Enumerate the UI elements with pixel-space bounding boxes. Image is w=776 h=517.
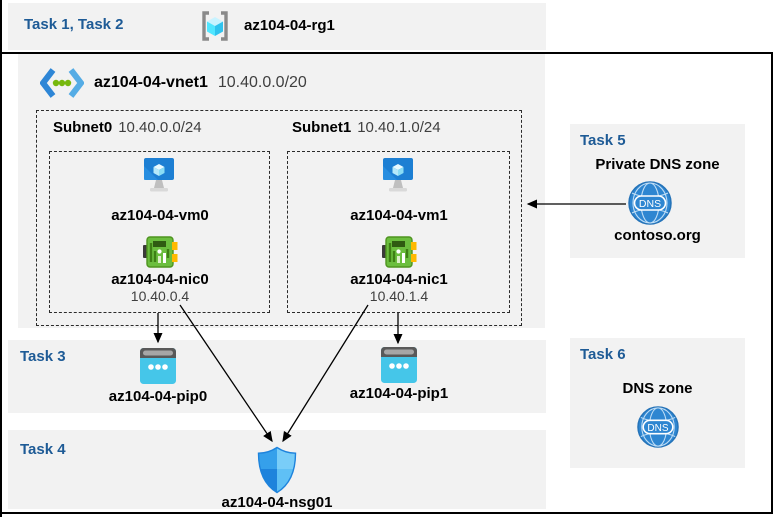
subnet1-box bbox=[287, 151, 510, 313]
vm0-label: az104-04-vm0 bbox=[111, 207, 209, 224]
task6-heading: DNS zone bbox=[622, 380, 693, 397]
svg-text:DNS: DNS bbox=[639, 198, 661, 210]
pip1-icon bbox=[381, 347, 417, 383]
resource-group-icon bbox=[198, 9, 232, 43]
subnets-container bbox=[36, 110, 522, 326]
vnet-cidr: 10.40.0.0/20 bbox=[217, 74, 307, 91]
pip1-label: az104-04-pip1 bbox=[349, 385, 449, 402]
nic1-icon bbox=[381, 234, 417, 270]
vnet-header: az104-04-vnet1 10.40.0.0/20 bbox=[40, 66, 307, 100]
subnet1-name: Subnet1 bbox=[292, 119, 352, 136]
subnet0-name: Subnet0 bbox=[53, 119, 113, 136]
resource-group-outline bbox=[0, 52, 773, 514]
task6-label: Task 6 bbox=[580, 346, 626, 363]
svg-text:DNS: DNS bbox=[647, 423, 668, 434]
subnet0-header: Subnet0 10.40.0.0/24 bbox=[53, 119, 202, 136]
nic0-ip: 10.40.0.4 bbox=[130, 288, 190, 304]
task5-label: Task 5 bbox=[580, 132, 626, 149]
subnet0-cidr: 10.40.0.0/24 bbox=[118, 119, 202, 136]
task3-label: Task 3 bbox=[20, 348, 66, 365]
pip0-icon bbox=[140, 348, 176, 384]
task12-label: Task 1, Task 2 bbox=[24, 16, 124, 33]
task4-label: Task 4 bbox=[20, 441, 66, 458]
task3-band bbox=[8, 340, 546, 413]
vm0-icon bbox=[137, 157, 181, 199]
task5-zone-name: contoso.org bbox=[614, 227, 701, 244]
subnet0-box bbox=[49, 151, 270, 313]
vm1-icon bbox=[376, 157, 420, 199]
task12-band bbox=[8, 3, 546, 50]
subnet1-cidr: 10.40.1.0/24 bbox=[357, 119, 441, 136]
private-dns-zone-icon: DNS bbox=[628, 181, 672, 225]
nic0-icon bbox=[142, 234, 178, 270]
vnet-region bbox=[18, 54, 545, 328]
vm1-label: az104-04-vm1 bbox=[350, 207, 448, 224]
nic1-label: az104-04-nic1 bbox=[350, 271, 448, 288]
nic0-label: az104-04-nic0 bbox=[111, 271, 209, 288]
nsg-label: az104-04-nsg01 bbox=[221, 494, 333, 511]
pip0-label: az104-04-pip0 bbox=[108, 388, 208, 405]
resource-group-name: az104-04-rg1 bbox=[244, 17, 335, 34]
vnet-name: az104-04-vnet1 bbox=[94, 74, 208, 91]
nsg-icon bbox=[257, 446, 297, 494]
dns-zone-icon: DNS bbox=[637, 406, 679, 448]
vnet-icon bbox=[40, 67, 84, 99]
task5-heading: Private DNS zone bbox=[595, 156, 720, 173]
subnet1-header: Subnet1 10.40.1.0/24 bbox=[292, 119, 441, 136]
nic1-ip: 10.40.1.4 bbox=[369, 288, 429, 304]
